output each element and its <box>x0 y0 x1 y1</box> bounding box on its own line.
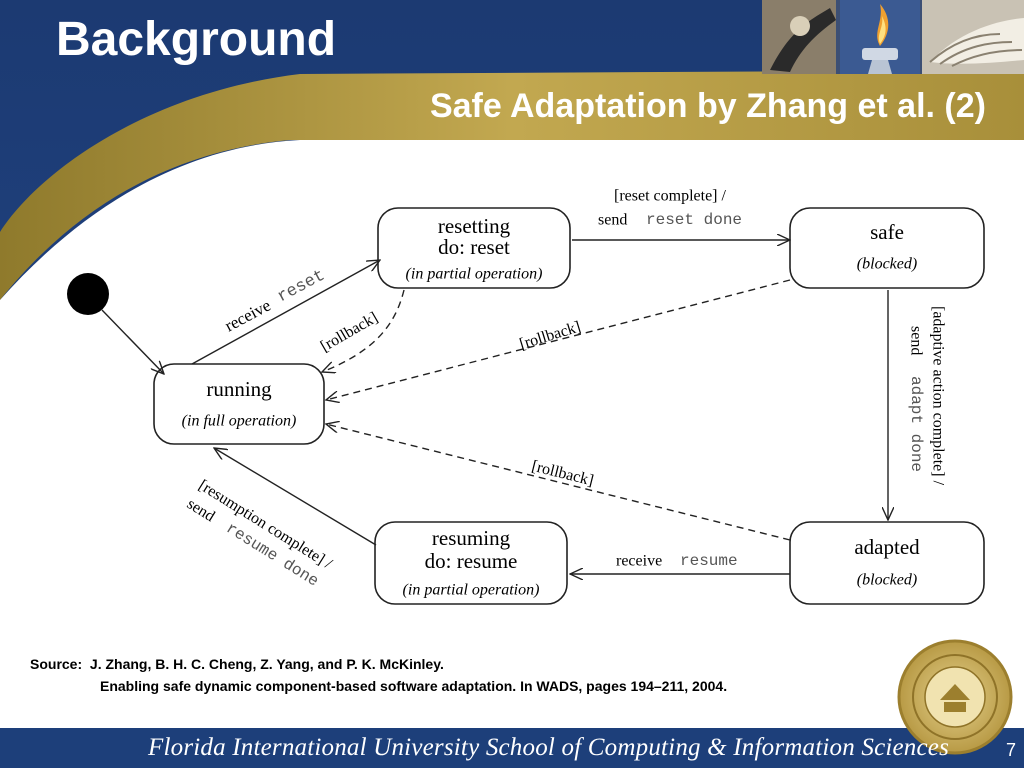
label-adaptive-complete-action: send <box>908 326 925 355</box>
resumption-complete-arrow <box>214 448 377 546</box>
state-resetting: resetting do: reset (in partial operatio… <box>377 207 571 289</box>
state-safe: safe (blocked) <box>789 207 985 289</box>
state-resuming-note: (in partial operation) <box>403 582 540 599</box>
label-reset-complete-message: reset done <box>646 211 742 229</box>
state-resetting-name: resetting <box>438 214 511 238</box>
state-adapted: adapted (blocked) <box>789 521 985 605</box>
university-seal <box>897 639 1013 755</box>
state-resetting-note: (in partial operation) <box>406 266 543 283</box>
slide-title: Background <box>56 13 337 66</box>
label-adaptive-complete: [adaptive action complete] / send adapt … <box>907 306 947 486</box>
state-running-name: running <box>206 377 272 401</box>
state-adapted-note: (blocked) <box>857 572 917 589</box>
footer-text: Florida International University School … <box>148 734 950 761</box>
state-safe-note: (blocked) <box>857 256 917 273</box>
state-resuming-name: resuming <box>432 526 511 550</box>
label-rollback-adapted: [rollback] <box>530 458 595 490</box>
header-photo-strip <box>762 0 1024 74</box>
slide-subtitle: Safe Adaptation by Zhang et al. (2) <box>429 87 986 125</box>
state-adapted-name: adapted <box>854 535 920 559</box>
label-receive-reset-message: reset <box>275 266 329 307</box>
state-safe-name: safe <box>870 220 904 244</box>
state-running-note: (in full operation) <box>182 413 297 430</box>
gold-banner <box>0 70 1024 300</box>
state-running: running (in full operation) <box>153 363 325 445</box>
receive-reset-arrow <box>191 260 380 365</box>
state-resuming-action: do: resume <box>425 549 518 573</box>
state-resuming: resuming do: resume (in partial operatio… <box>374 521 568 605</box>
content-panel <box>0 140 1024 728</box>
label-receive-reset-event: receive <box>222 296 274 336</box>
label-reset-complete-action: send <box>598 212 627 229</box>
footer-band <box>0 728 1024 768</box>
rollback-from-resetting-arrow <box>322 289 405 372</box>
label-adaptive-complete-guard: [adaptive action complete] / <box>930 306 947 486</box>
rollback-from-safe-arrow <box>326 279 791 400</box>
source-authors: J. Zhang, B. H. C. Cheng, Z. Yang, and P… <box>89 656 444 672</box>
state-resetting-action: do: reset <box>438 235 510 259</box>
source-citation: Enabling safe dynamic component-based so… <box>100 678 728 694</box>
rollback-from-adapted-arrow <box>326 424 791 541</box>
label-resumption-complete: [resumption complete] / send resume done <box>184 477 336 591</box>
label-receive-resume-event: receive <box>616 553 662 570</box>
label-rollback-resetting: [rollback] <box>318 309 381 355</box>
initial-state-node <box>67 273 109 315</box>
source-label: Source: <box>30 656 83 672</box>
initial-transition-arrow <box>101 309 164 374</box>
label-reset-complete-guard: [reset complete] / <box>614 188 727 205</box>
label-receive-reset: receive reset <box>222 266 329 335</box>
page-number: 7 <box>1005 740 1016 760</box>
label-rollback-safe: [rollback] <box>518 318 583 353</box>
label-receive-resume-message: resume <box>680 552 738 570</box>
source-line-1: Source: J. Zhang, B. H. C. Cheng, Z. Yan… <box>30 653 444 675</box>
label-adaptive-complete-message: adapt done <box>907 376 925 472</box>
